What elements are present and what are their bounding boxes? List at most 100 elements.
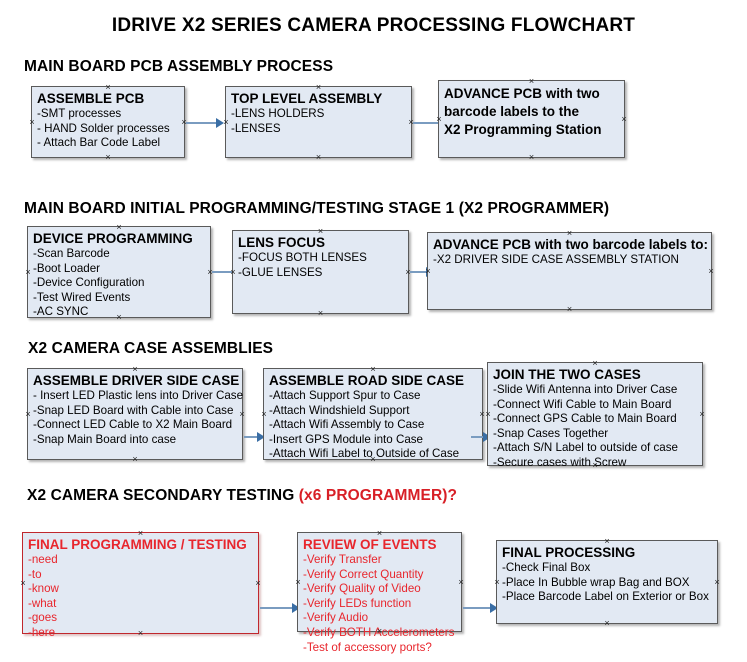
box-line: -Verify Quality of Video <box>303 582 421 596</box>
box-line: -Slide Wifi Antenna into Driver Case <box>493 383 678 396</box>
connector-line <box>463 607 493 609</box>
box-line: -SMT processes <box>37 107 122 120</box>
box-line: -FOCUS BOTH LENSES <box>238 251 367 264</box>
box-line: - Insert LED Plastic lens into Driver Ca… <box>33 389 244 402</box>
resize-handle-right[interactable] <box>254 579 263 588</box>
box-assemble-pcb[interactable]: ASSEMBLE PCB -SMT processes - HAND Solde… <box>31 86 185 158</box>
resize-handle-left[interactable] <box>435 115 444 124</box>
box-line: -Snap LED Board with Cable into Case <box>33 403 234 417</box>
resize-handle-left[interactable] <box>19 579 28 588</box>
box-title: DEVICE PROGRAMMING <box>33 231 193 246</box>
box-line: -Device Configuration <box>33 276 145 290</box>
resize-handle-left[interactable] <box>28 118 37 127</box>
resize-handle-left[interactable] <box>24 268 33 277</box>
connector-line <box>260 607 294 609</box>
resize-handle-top[interactable] <box>314 83 323 92</box>
box-title: JOIN THE TWO CASES <box>493 367 641 382</box>
box-line: -Attach Windshield Support <box>269 403 410 417</box>
box-top-level-assembly[interactable]: TOP LEVEL ASSEMBLY -LENS HOLDERS -LENSES <box>225 86 412 158</box>
box-title: ASSEMBLE PCB <box>37 91 145 106</box>
resize-handle-left[interactable] <box>260 410 269 419</box>
box-line: -Verify Transfer <box>303 553 382 566</box>
box-line: -Attach Wifi Assembly to Case <box>269 418 425 432</box>
box-device-programming[interactable]: DEVICE PROGRAMMING -Scan Barcode -Boot L… <box>27 226 211 318</box>
resize-handle-right[interactable] <box>698 410 707 419</box>
resize-handle-left[interactable] <box>294 578 303 587</box>
resize-handle-right[interactable] <box>457 578 466 587</box>
box-line: -Boot Loader <box>33 261 101 275</box>
box-line: -to <box>28 567 42 581</box>
resize-handle-bottom[interactable] <box>527 153 536 162</box>
box-line: -Attach Support Spur to Case <box>269 389 421 402</box>
resize-handle-top[interactable] <box>603 537 612 546</box>
connector-arrow-icon <box>216 118 224 128</box>
resize-handle-right[interactable] <box>620 115 629 124</box>
resize-handle-top[interactable] <box>136 529 145 538</box>
resize-handle-top[interactable] <box>565 229 574 238</box>
box-assemble-driver-side-case[interactable]: ASSEMBLE DRIVER SIDE CASE - Insert LED P… <box>27 368 243 460</box>
section-heading-note: (x6 PROGRAMMER)? <box>298 487 458 504</box>
connector-line <box>413 122 444 124</box>
resize-handle-top[interactable] <box>115 223 124 232</box>
box-assemble-road-side-case[interactable]: ASSEMBLE ROAD SIDE CASE -Attach Support … <box>263 368 483 460</box>
resize-handle-bottom[interactable] <box>603 619 612 628</box>
box-line: -LENSES <box>231 121 281 135</box>
resize-handle-right[interactable] <box>707 267 716 276</box>
box-title: ASSEMBLE ROAD SIDE CASE <box>269 373 465 388</box>
resize-handle-left[interactable] <box>222 118 231 127</box>
resize-handle-bottom[interactable] <box>115 313 124 322</box>
box-title: TOP LEVEL ASSEMBLY <box>231 91 383 106</box>
resize-handle-bottom[interactable] <box>375 627 384 636</box>
resize-handle-left[interactable] <box>229 268 238 277</box>
box-review-of-events[interactable]: REVIEW OF EVENTS -Verify Transfer -Verif… <box>294 529 462 654</box>
connector-arrow-icon <box>292 603 300 613</box>
resize-handle-bottom[interactable] <box>136 629 145 638</box>
resize-handle-left[interactable] <box>493 578 502 587</box>
resize-handle-bottom[interactable] <box>131 455 140 464</box>
resize-handle-top[interactable] <box>375 529 384 538</box>
box-line: -goes <box>28 611 58 625</box>
box-join-the-two-cases[interactable]: JOIN THE TWO CASES -Slide Wifi Antenna i… <box>484 359 703 469</box>
resize-handle-bottom[interactable] <box>565 305 574 314</box>
resize-handle-bottom[interactable] <box>314 153 323 162</box>
resize-handle-bottom[interactable] <box>316 309 325 318</box>
resize-handle-left[interactable] <box>424 267 433 276</box>
resize-handle-top[interactable] <box>104 83 113 92</box>
resize-handle-top[interactable] <box>131 365 140 374</box>
box-advance-pcb-to-driver-side-case[interactable]: ADVANCE PCB with two barcode labels to: … <box>427 232 712 310</box>
box-line: X2 Programming Station <box>444 122 602 137</box>
connector-line <box>186 122 217 124</box>
box-line: -need <box>28 553 58 566</box>
box-line: -Place Barcode Label on Exterior or Box <box>502 590 709 604</box>
resize-handle-bottom[interactable] <box>369 455 378 464</box>
resize-handle-top[interactable] <box>591 359 600 368</box>
section-heading-x2-camera-case-assemblies: X2 CAMERA CASE ASSEMBLIES <box>28 340 274 357</box>
resize-handle-top[interactable] <box>369 365 378 374</box>
box-line: -Attach Wifi Label to Outside of Case <box>269 447 460 461</box>
resize-handle-top[interactable] <box>527 77 536 86</box>
box-line: -Test Wired Events <box>33 290 131 304</box>
resize-handle-left[interactable] <box>484 410 493 419</box>
box-lens-focus[interactable]: LENS FOCUS -FOCUS BOTH LENSES -GLUE LENS… <box>232 230 409 314</box>
connector-line <box>471 436 491 438</box>
box-line: -Snap Cases Together <box>493 426 609 440</box>
resize-handle-right[interactable] <box>238 410 247 419</box>
box-title: REVIEW OF EVENTS <box>303 537 437 552</box>
box-final-processing[interactable]: FINAL PROCESSING -Check Final Box -Place… <box>496 540 718 624</box>
resize-handle-left[interactable] <box>24 410 33 419</box>
section-heading-main-board-pcb-assembly: MAIN BOARD PCB ASSEMBLY PROCESS <box>24 58 334 75</box>
resize-handle-top[interactable] <box>316 227 325 236</box>
box-line: -Verify Correct Quantity <box>303 567 424 581</box>
box-title: ADVANCE PCB with two barcode labels to: <box>433 237 709 252</box>
box-line: -Connect GPS Cable to Main Board <box>493 412 677 426</box>
box-advance-pcb-to-programming-station[interactable]: ADVANCE PCB with two barcode labels to t… <box>438 80 625 158</box>
box-line: -GLUE LENSES <box>238 265 323 279</box>
resize-handle-right[interactable] <box>713 578 722 587</box>
box-final-programming-testing[interactable]: FINAL PROGRAMMING / TESTING -need -to -k… <box>19 529 259 639</box>
resize-handle-bottom[interactable] <box>591 461 600 470</box>
box-line: -what <box>28 596 57 610</box>
section-heading-x2-camera-secondary-testing: X2 CAMERA SECONDARY TESTING (x6 PROGRAMM… <box>27 487 457 505</box>
connector-line <box>212 271 234 273</box>
resize-handle-bottom[interactable] <box>104 153 113 162</box>
